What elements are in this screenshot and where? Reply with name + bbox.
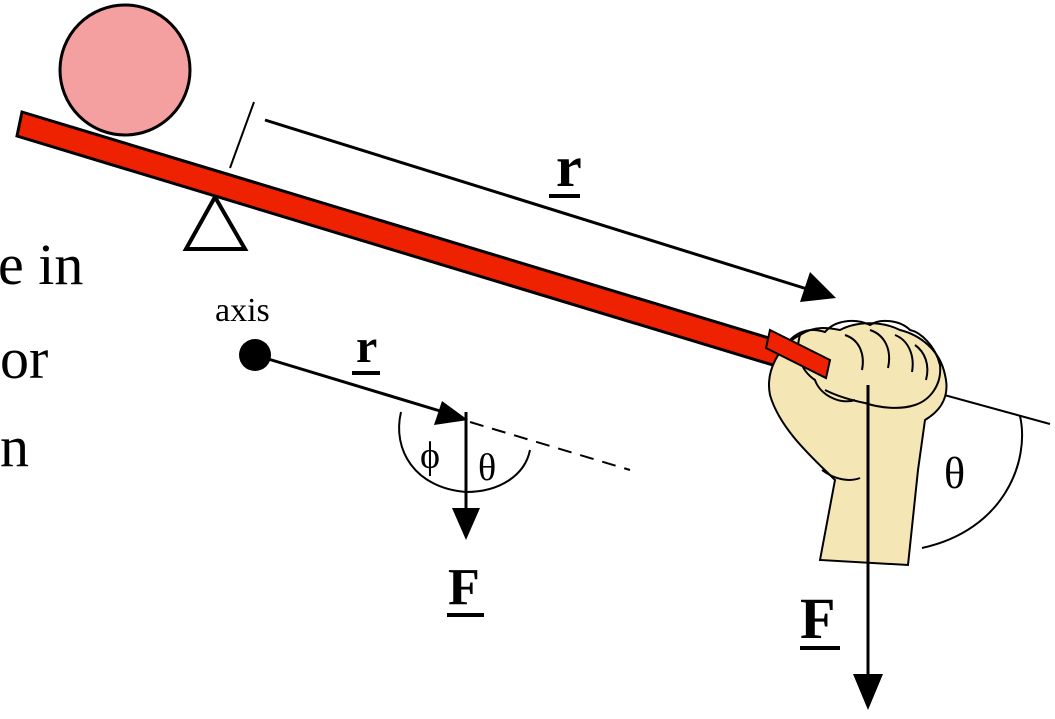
side-text-line-3: n [0,414,29,479]
fist-icon [768,319,948,567]
r-lever-arrowhead [800,272,836,302]
theta-hand-label: θ [944,449,965,498]
F-hand-arrowhead [853,674,883,710]
side-text-line-2: or [0,326,49,391]
ball-icon [58,3,192,137]
phi-arc [398,411,467,493]
r-lever-label: r [556,134,582,199]
r-small-arrowhead [434,401,468,425]
axis-label: axis [215,292,270,329]
fulcrum-triangle-icon [182,192,249,251]
lever-bar [15,110,837,384]
theta-hand-arc [921,415,1024,549]
r-small-arrow [254,353,451,416]
side-text-line-1: e in [0,232,84,297]
r-small-label: r [356,320,377,373]
F-hand-label: F [800,586,835,651]
F-small-arrowhead [452,508,480,540]
theta-small-label: θ [478,447,496,489]
F-small-label: F [448,559,480,616]
phi-label: ϕ [420,435,440,477]
r-lever-arrow [264,118,821,295]
r-small-extension-dashed [469,421,631,471]
theta-small-arc [465,449,531,493]
fulcrum-tick-line [229,101,255,169]
lever-tip [764,328,832,380]
